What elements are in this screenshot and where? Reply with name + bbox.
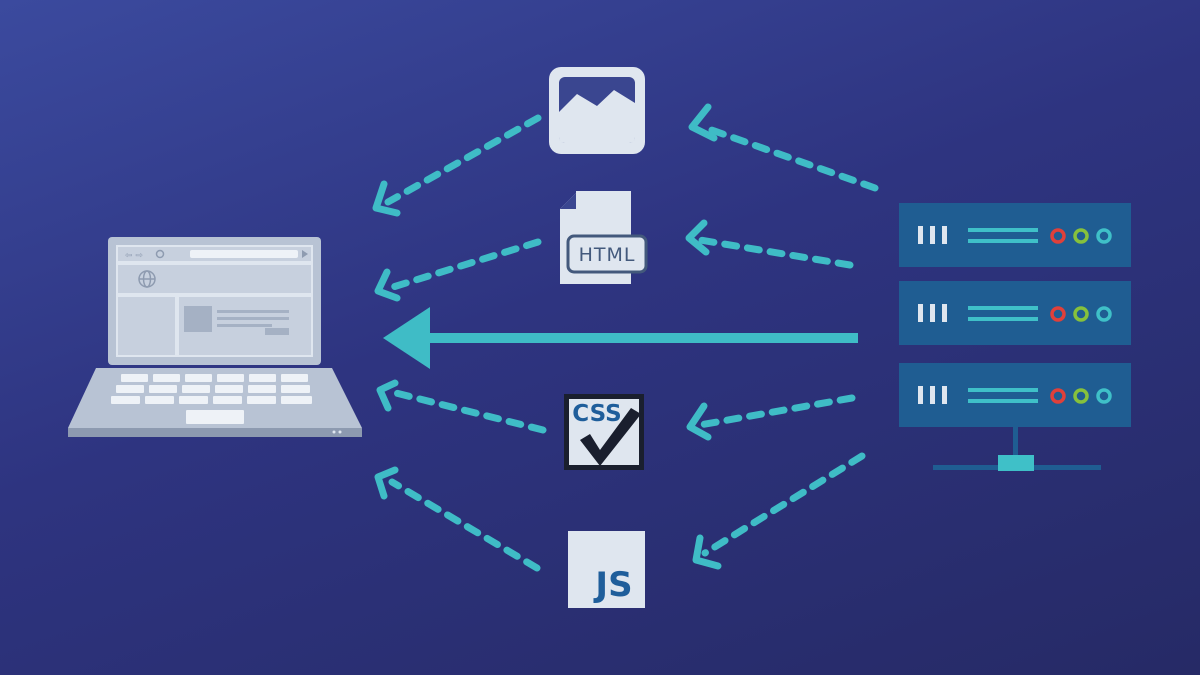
- image-icon: [549, 67, 645, 154]
- globe-icon: [138, 270, 156, 288]
- flow-server-to-js: [701, 452, 866, 557]
- server-unit: [899, 363, 1131, 427]
- flow-server-to-html: [696, 236, 854, 269]
- flow-server-to-css: [696, 394, 856, 429]
- arrowhead-js: [692, 534, 722, 570]
- flow-css-to-laptop: [388, 388, 547, 434]
- keyboard-keys: [111, 374, 312, 424]
- flow-image-to-laptop: [384, 114, 542, 206]
- address-bar: [190, 250, 298, 258]
- arrowhead-laptop-image: [372, 180, 401, 217]
- server-to-assets-flows: [696, 124, 879, 557]
- go-icon: [302, 250, 308, 258]
- checkmark-icon: [580, 408, 641, 466]
- trackpad: [186, 410, 244, 424]
- js-label: JS: [593, 565, 632, 605]
- browser-nav-arrows-icon: ⇦ ⇨: [125, 251, 143, 261]
- html-label: HTML: [579, 244, 636, 266]
- arrowhead-html: [685, 219, 710, 256]
- css-label: CSS: [572, 401, 621, 427]
- laptop-icon: ⇦ ⇨: [68, 237, 362, 437]
- js-file-icon: JS: [568, 531, 645, 608]
- server-unit: [899, 281, 1131, 345]
- refresh-icon: [155, 249, 165, 259]
- flow-js-to-laptop: [388, 478, 541, 572]
- server-to-assets-arrowheads: [685, 103, 722, 570]
- html-file-icon: HTML: [560, 191, 648, 284]
- server-unit: [899, 203, 1131, 267]
- arrowhead-laptop-js: [374, 466, 399, 500]
- css-check-icon: CSS: [564, 394, 644, 470]
- flow-html-to-laptop: [386, 238, 542, 292]
- arrowhead-image: [688, 103, 718, 142]
- main-response-arrow: [383, 307, 858, 369]
- flow-server-to-image: [702, 124, 879, 192]
- assets-to-laptop-arrowheads: [372, 180, 401, 500]
- server-rack-icon: [899, 203, 1131, 471]
- arrowhead-css: [686, 402, 712, 441]
- arrowhead-laptop-css: [376, 379, 399, 412]
- arrowhead-laptop-html: [374, 268, 401, 302]
- assets-to-laptop-flows: [384, 114, 547, 572]
